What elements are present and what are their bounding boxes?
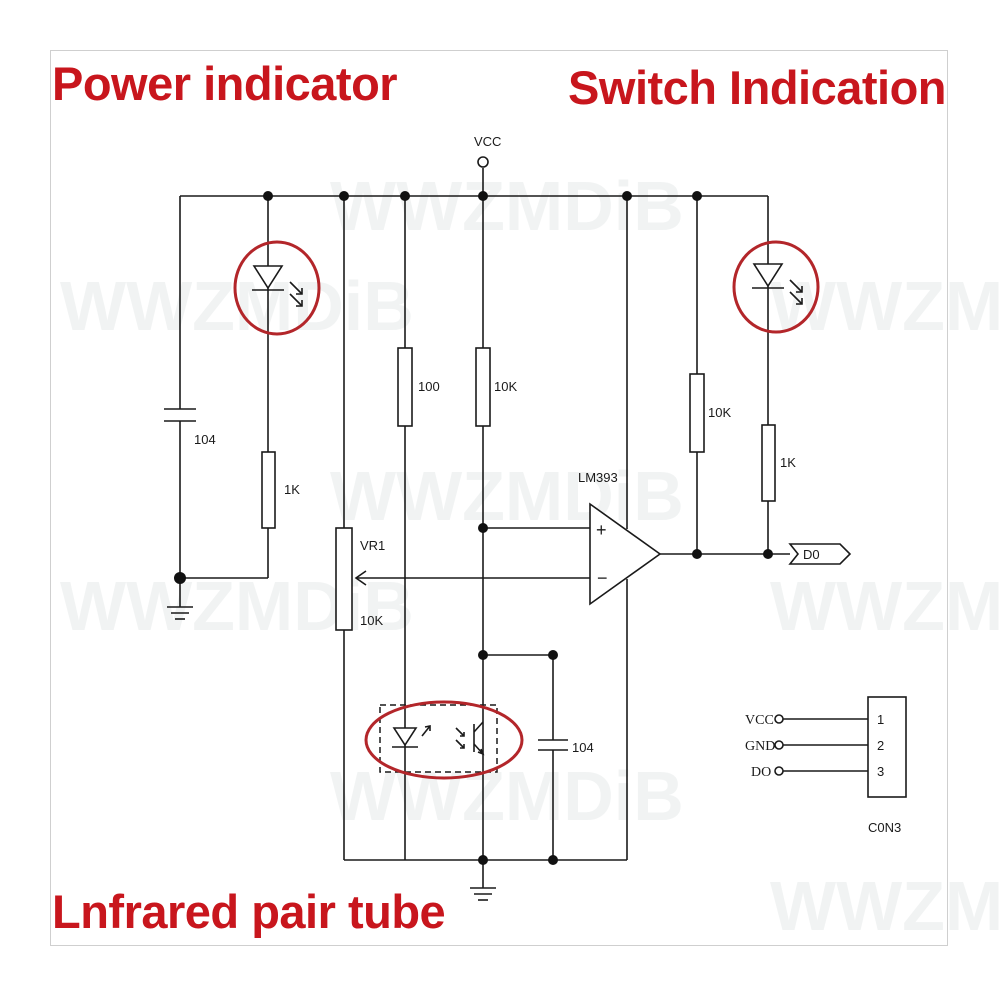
watermark-text: WWZMDiB bbox=[330, 457, 684, 535]
pot-value-label: 10K bbox=[360, 613, 383, 628]
capacitor-value-label: 104 bbox=[194, 432, 216, 447]
ir-emitter-branch: 100 bbox=[397, 196, 440, 860]
comparator-label: LM393 bbox=[578, 470, 618, 485]
plus-input-label: + bbox=[596, 520, 607, 540]
resistor-10k-output bbox=[689, 373, 705, 453]
power-led-branch: 1K bbox=[180, 196, 321, 579]
watermark-text: WWZMDiB bbox=[330, 757, 684, 835]
watermark-text: WWZMDiB bbox=[770, 567, 1000, 645]
connector-pin: VCC 1 bbox=[745, 712, 884, 728]
diagram-frame bbox=[50, 50, 948, 946]
connector-pin-label: GND bbox=[745, 739, 775, 754]
resistor-10k-output-label: 10K bbox=[708, 405, 731, 420]
switch-led-highlight bbox=[732, 240, 820, 334]
connector-pin-number: 1 bbox=[877, 712, 884, 727]
resistor-10k bbox=[475, 347, 491, 427]
connector-con3: VCC 1 GND 2 DO 3 C0N3 bbox=[745, 696, 907, 835]
sensor-pullup-branch: 10K bbox=[475, 196, 590, 860]
resistor-1k-power bbox=[261, 451, 276, 529]
junction-dots bbox=[174, 191, 773, 865]
power-led-icon bbox=[252, 265, 303, 307]
watermark-text: WWZMDiB bbox=[60, 567, 414, 645]
watermark-layer: WWZMDiB WWZMDiB WWZMDiB WWZMDiB WWZMDiB … bbox=[60, 167, 1000, 945]
output-port-label: D0 bbox=[803, 547, 820, 562]
resistor-1k-switch-label: 1K bbox=[780, 455, 796, 470]
power-indicator-title: Power indicator bbox=[52, 57, 398, 110]
resistor-100-label: 100 bbox=[418, 379, 440, 394]
connector-pin: DO 3 bbox=[751, 764, 884, 780]
resistor-10k-label: 10K bbox=[494, 379, 517, 394]
ir-pair-tube bbox=[364, 700, 524, 780]
vcc-rail: VCC bbox=[180, 134, 768, 197]
switch-led-icon bbox=[752, 263, 803, 305]
vcc-label: VCC bbox=[474, 134, 501, 149]
watermark-text: WWZMDiB bbox=[770, 867, 1000, 945]
switch-indication-title: Switch Indication bbox=[568, 61, 946, 114]
output-pullup-branch: 10K bbox=[689, 196, 731, 554]
sensor-capacitor: 104 bbox=[538, 655, 594, 860]
connector-pin-label: DO bbox=[751, 765, 771, 780]
resistor-100 bbox=[397, 347, 413, 427]
output-port-d0[interactable]: D0 bbox=[788, 543, 852, 565]
resistor-1k-label: 1K bbox=[284, 482, 300, 497]
switch-led-branch: 1K bbox=[732, 196, 820, 554]
connector-name-label: C0N3 bbox=[868, 820, 901, 835]
watermark-text: WWZMDiB bbox=[770, 267, 1000, 345]
ir-pair-highlight bbox=[364, 700, 524, 780]
decoupling-capacitor-branch: 104 bbox=[164, 196, 216, 578]
watermark-text: WWZMDiB bbox=[330, 167, 684, 245]
connector-pin-label: VCC bbox=[745, 713, 774, 728]
pot-name-label: VR1 bbox=[360, 538, 385, 553]
phototransistor-icon bbox=[455, 721, 485, 756]
wiper-arrow-icon bbox=[354, 570, 367, 586]
infrared-pair-tube-title: Lnfrared pair tube bbox=[52, 885, 446, 938]
resistor-1k-switch bbox=[761, 424, 776, 502]
potentiometer-vr1[interactable]: VR1 10K bbox=[335, 196, 590, 860]
ir-led-icon bbox=[392, 725, 431, 748]
connector-pin-number: 2 bbox=[877, 738, 884, 753]
connector-pin-number: 3 bbox=[877, 764, 884, 779]
power-led-highlight bbox=[233, 240, 321, 336]
optocoupler-box bbox=[379, 704, 498, 773]
vcc-terminal bbox=[477, 156, 489, 168]
minus-input-label: − bbox=[597, 568, 608, 588]
comparator-lm393: LM393 + − bbox=[578, 196, 790, 860]
connector-pin: GND 2 bbox=[745, 738, 884, 754]
sensor-capacitor-label: 104 bbox=[572, 740, 594, 755]
